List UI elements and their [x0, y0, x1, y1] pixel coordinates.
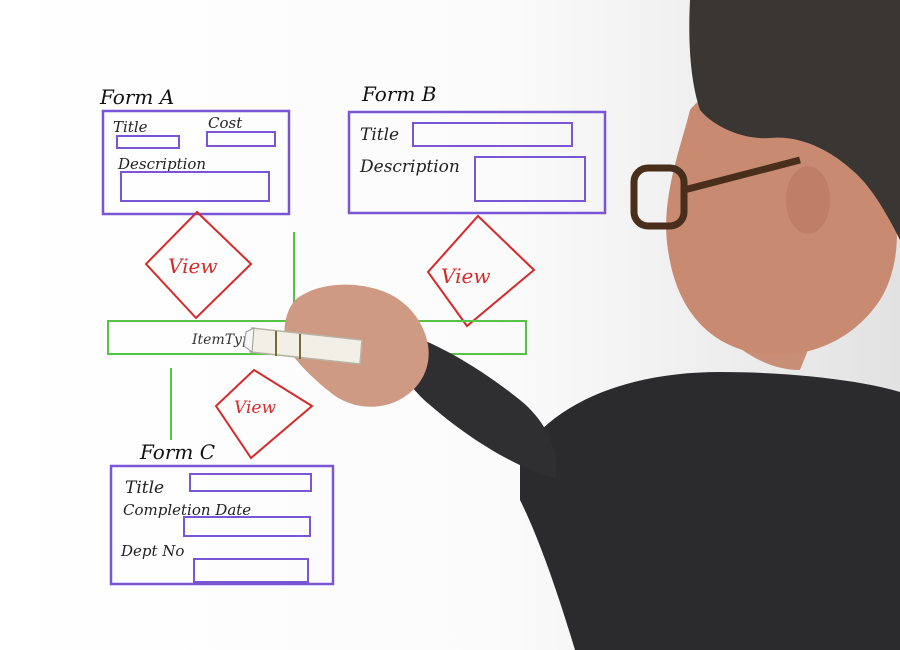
form-a-description-field — [120, 171, 270, 202]
form-a-title-field — [116, 135, 180, 149]
glasses-arm — [683, 156, 801, 194]
form-c-completion-date-label: Completion Date — [123, 501, 251, 519]
itemtype-label: ItemType — [191, 332, 259, 348]
view-b: View — [426, 214, 536, 328]
hair — [689, 0, 900, 240]
glasses-lens — [630, 164, 688, 230]
person — [243, 0, 900, 650]
form-c-title: Form C — [139, 440, 215, 464]
form-c-completion-date-field — [183, 516, 311, 537]
form-c-box — [109, 464, 335, 586]
ear — [786, 166, 830, 234]
form-a: Form A Title Cost Description — [99, 85, 291, 216]
form-c-title-field — [189, 473, 312, 492]
form-a-cost-field — [206, 131, 276, 147]
form-b-box — [347, 110, 607, 215]
shirt — [520, 372, 900, 650]
view-a-label: View — [168, 254, 217, 278]
form-c-title-label: Title — [125, 478, 164, 498]
view-a: View — [144, 210, 253, 320]
form-c-dept-no-label: Dept No — [120, 542, 184, 560]
marker-tip — [243, 327, 255, 353]
form-b-title-field — [412, 122, 573, 147]
form-b: Form B Title Description — [347, 82, 607, 215]
sleeve — [394, 330, 557, 478]
view-c-label: View — [234, 398, 276, 418]
form-c-dept-no-field — [193, 558, 309, 583]
view-c-diamond — [214, 368, 314, 460]
form-a-title: Form A — [99, 85, 174, 109]
view-b-label: View — [441, 264, 490, 288]
form-b-title-label: Title — [360, 125, 399, 145]
view-a-diamond — [144, 210, 253, 320]
form-a-cost-label: Cost — [208, 114, 243, 132]
form-b-description-label: Description — [359, 157, 460, 177]
form-b-description-field — [474, 156, 586, 202]
glasses — [630, 156, 801, 230]
form-a-title-label: Title — [113, 118, 148, 136]
form-c: Form C Title Completion Date Dept No — [109, 440, 335, 586]
form-b-title: Form B — [361, 82, 436, 106]
view-c: View — [214, 368, 314, 460]
form-a-description-label: Description — [117, 155, 206, 173]
view-b-diamond — [426, 214, 536, 328]
marker — [243, 327, 363, 365]
marker-band — [275, 331, 301, 359]
